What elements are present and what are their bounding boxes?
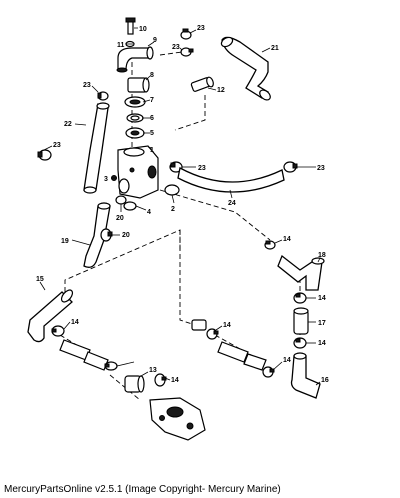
- hose-clamp-part-23-far-left: [37, 149, 52, 161]
- hose-clamp-part-14-bottom-b: [154, 373, 167, 387]
- hose-clamp-part-20-lower: [100, 228, 113, 242]
- fitting-part-2: [164, 184, 180, 196]
- callout-3: 3: [104, 176, 108, 183]
- callout-21: 21: [271, 45, 279, 52]
- plug-part-10: [125, 17, 136, 35]
- callout-8: 8: [150, 72, 154, 79]
- callout-1: 1: [150, 147, 154, 154]
- hose-clamp-part-23-right: [283, 161, 298, 173]
- callout-23-mid: 23: [198, 165, 206, 172]
- hose-clamp-part-20-upper: [115, 195, 127, 205]
- hose-clamp-part-14-center-b: [206, 328, 219, 340]
- hose-clamp-part-14-center-a: [191, 319, 207, 331]
- callout-6: 6: [150, 115, 154, 122]
- callout-19: 19: [61, 238, 69, 245]
- gasket-part-7: [124, 96, 146, 108]
- callout-12: 12: [217, 87, 225, 94]
- tee-fitting-part-12: [190, 76, 214, 92]
- callout-20-lower: 20: [122, 232, 130, 239]
- hose-part-19: [83, 202, 111, 268]
- hose-clamp-part-14-right-a: [293, 292, 307, 304]
- callout-22: 22: [64, 121, 72, 128]
- callout-14-center: 14: [223, 322, 231, 329]
- hose-clamp-part-14-bottom-a: [104, 361, 118, 371]
- gasket-part-5: [125, 127, 145, 139]
- hose-clamp-part-14-upper-right: [264, 240, 276, 250]
- callout-14-right-a: 14: [318, 295, 326, 302]
- coupler-part-17: [293, 307, 309, 335]
- elbow-fitting-part-9: [116, 46, 154, 73]
- callout-23-far-left: 23: [53, 142, 61, 149]
- elbow-hose-part-16: [290, 352, 321, 399]
- callout-24: 24: [228, 200, 236, 207]
- callout-14-upper-right: 14: [283, 236, 291, 243]
- callout-23-upper: 23: [172, 44, 180, 51]
- hose-clamp-part-14-center-c: [262, 366, 275, 378]
- callout-9: 9: [153, 37, 157, 44]
- callout-14-left: 14: [71, 319, 79, 326]
- hose-part-22: [83, 102, 110, 194]
- exploded-parts-diagram: 10 11 9 23 23 21 8 23 12 7 6 22 23 5 1 2…: [27, 17, 329, 441]
- hose-clamp-part-14-right-b: [293, 337, 307, 349]
- callout-labels: 10 11 9 23 23 21 8 23 12 7 6 22 23 5 1 2…: [36, 25, 329, 384]
- callout-13: 13: [149, 367, 157, 374]
- callout-11: 11: [117, 42, 125, 49]
- callout-18: 18: [318, 252, 326, 259]
- gasket-part-6: [126, 113, 144, 123]
- callout-7: 7: [150, 97, 154, 104]
- callout-4: 4: [147, 209, 151, 216]
- hose-clamp-part-23-mid: [169, 161, 183, 173]
- hose-clamp-part-23-top: [180, 28, 192, 40]
- hose-part-24: [177, 167, 285, 193]
- callout-15: 15: [36, 276, 44, 283]
- callout-23-left: 23: [83, 82, 91, 89]
- pump-base-assembly: [149, 397, 206, 441]
- callout-14-center-c: 14: [283, 357, 291, 364]
- callout-23-top: 23: [197, 25, 205, 32]
- hose-clamp-part-23-upper: [180, 47, 194, 57]
- hose-part-15: [27, 289, 74, 343]
- callout-17: 17: [318, 320, 326, 327]
- callout-20-upper: 20: [116, 215, 124, 222]
- pipe-fitting-left: [59, 339, 109, 371]
- callout-2: 2: [171, 206, 175, 213]
- hose-clamp-part-23-left: [97, 91, 109, 101]
- hose-part-21: [220, 36, 271, 101]
- leader-lines: [39, 27, 321, 386]
- callout-14-right-b: 14: [318, 340, 326, 347]
- callout-10: 10: [139, 26, 147, 33]
- copyright-caption: MercuryPartsOnline v2.5.1 (Image Copyrig…: [4, 484, 281, 495]
- callout-5: 5: [150, 130, 154, 137]
- fitting-part-8: [127, 77, 150, 93]
- callout-23-right: 23: [317, 165, 325, 172]
- callout-14-bottom: 14: [171, 377, 179, 384]
- coupler-part-13: [124, 375, 145, 393]
- callout-16: 16: [321, 377, 329, 384]
- thermostat-housing-part-1: [117, 145, 159, 199]
- pipe-fitting-center: [217, 341, 267, 371]
- plug-part-4: [123, 201, 137, 211]
- hose-clamp-part-14-left: [51, 325, 65, 337]
- elbow-hose-part-18: [277, 254, 325, 291]
